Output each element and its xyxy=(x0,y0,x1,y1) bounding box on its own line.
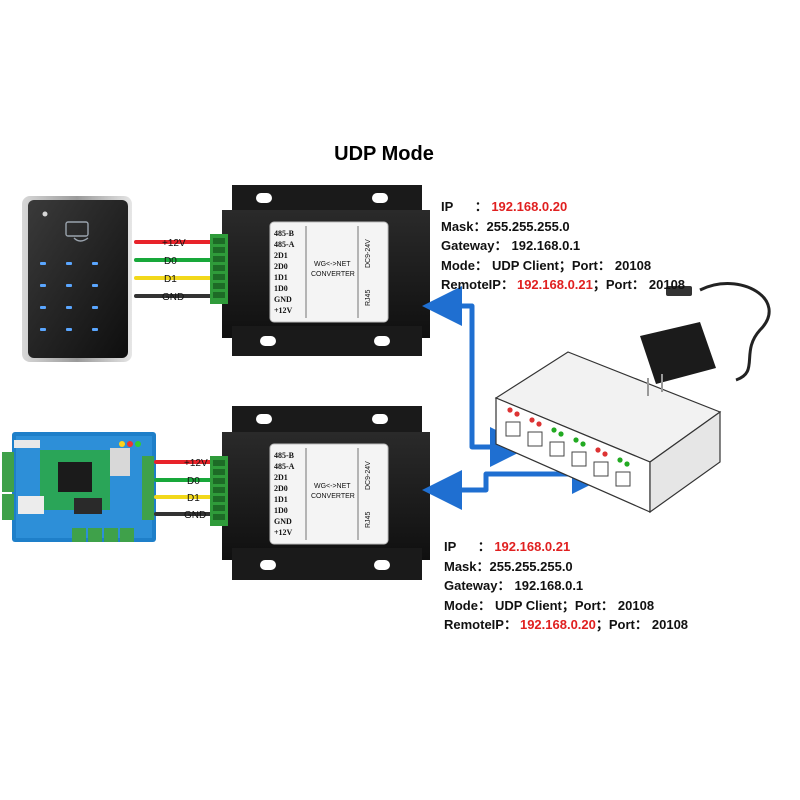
remote-port-key: ；Port： xyxy=(595,617,648,633)
access-control-board xyxy=(2,432,156,542)
mask-row-top: Mask：255.255.255.0 xyxy=(441,217,685,237)
remote-value: 192.168.0.20 xyxy=(519,617,596,633)
wires-bottom xyxy=(154,460,212,516)
wire-label-12v-bottom: +12V xyxy=(184,458,208,469)
remote-value: 192.168.0.21 xyxy=(516,277,593,293)
port-label-top: RJ45 xyxy=(365,290,372,306)
diagram-title: UDP Mode xyxy=(334,143,434,165)
remote-row-top: RemoteIP：192.168.0.21；Port：20108 xyxy=(441,275,685,295)
mode-row-top: Mode：UDP Client；Port：20108 xyxy=(441,256,685,276)
converter-label2-top: CONVERTER xyxy=(311,271,355,278)
gateway-key: Gateway： xyxy=(441,238,508,254)
port-key: Port： xyxy=(571,257,611,273)
converter-label1-bottom: WG<->NET xyxy=(314,483,351,490)
ip-value: 192.168.0.20 xyxy=(491,199,568,214)
remote-port-value: 20108 xyxy=(651,617,689,633)
port-value: 20108 xyxy=(617,597,655,613)
mask-value: 255.255.255.0 xyxy=(489,558,573,574)
converter-bottom xyxy=(210,406,430,580)
mode-row-bottom: Mode：UDP Client；Port：20108 xyxy=(444,596,688,616)
ip-key: IP xyxy=(444,539,457,554)
card-reader-icon xyxy=(65,221,89,242)
terminal-block-top xyxy=(210,234,228,304)
board-terminals xyxy=(2,452,154,542)
info-panel-top: IP ： 192.168.0.20 Mask：255.255.255.0 Gat… xyxy=(441,197,685,295)
wire-label-d1-top: D1 xyxy=(164,274,177,285)
mode-value: UDP Client； xyxy=(491,257,572,273)
mask-row-bottom: Mask：255.255.255.0 xyxy=(444,557,688,577)
remote-port-key: ；Port： xyxy=(592,277,645,293)
switch-ports xyxy=(505,421,631,487)
pin-2d1-top: 2D1 xyxy=(274,251,288,260)
pin-gnd-bottom: GND xyxy=(274,517,292,526)
switch-leds xyxy=(507,407,630,467)
wires-top xyxy=(134,240,212,298)
pin-12v-bottom: +12V xyxy=(274,528,293,537)
port-label-bottom: RJ45 xyxy=(365,512,372,528)
wire-label-gnd-top: GND xyxy=(162,292,184,303)
pin-1d0-top: 1D0 xyxy=(274,284,288,293)
port-key: Port： xyxy=(574,597,614,613)
info-panel-bottom: IP ： 192.168.0.21 Mask：255.255.255.0 Gat… xyxy=(444,537,688,635)
keypad-buttons xyxy=(40,262,98,331)
converter-top xyxy=(210,185,430,356)
gateway-key: Gateway： xyxy=(444,578,511,594)
remote-port-value: 20108 xyxy=(648,277,686,293)
pin-2d0-top: 2D0 xyxy=(274,262,288,271)
ip-value: 192.168.0.21 xyxy=(494,539,571,554)
power-label-bottom: DC9-24V xyxy=(365,461,372,490)
pin-1d1-bottom: 1D1 xyxy=(274,495,288,504)
power-adapter xyxy=(640,282,771,396)
pin-labels-bottom: 485-B 485-A 2D1 2D0 1D1 1D0 GND +12V xyxy=(274,451,295,537)
remote-row-bottom: RemoteIP：192.168.0.20；Port：20108 xyxy=(444,615,688,635)
remote-key: RemoteIP： xyxy=(441,277,514,293)
mode-key: Mode： xyxy=(444,597,491,613)
mode-value: UDP Client； xyxy=(494,597,575,613)
mask-value: 255.255.255.0 xyxy=(486,218,570,234)
remote-key: RemoteIP： xyxy=(444,617,517,633)
ip-sep: ： xyxy=(474,199,488,214)
wire-label-gnd-bottom: GND xyxy=(184,510,206,521)
port-value: 20108 xyxy=(614,257,652,273)
power-label-top: DC9-24V xyxy=(365,239,372,268)
pin-2d1-bottom: 2D1 xyxy=(274,473,288,482)
terminal-block-bottom xyxy=(210,456,228,526)
pin-485a-top: 485-A xyxy=(274,240,295,249)
wire-label-12v-top: +12V xyxy=(162,238,186,249)
ip-key: IP xyxy=(441,199,454,214)
mask-key: Mask： xyxy=(441,218,487,234)
pin-gnd-top: GND xyxy=(274,295,292,304)
ip-row-top: IP ： 192.168.0.20 xyxy=(441,197,685,217)
mask-key: Mask： xyxy=(444,558,490,574)
gateway-row-top: Gateway：192.168.0.1 xyxy=(441,236,685,256)
gateway-value: 192.168.0.1 xyxy=(511,238,581,254)
pin-485b-bottom: 485-B xyxy=(274,451,295,460)
converter-label2-bottom: CONVERTER xyxy=(311,493,355,500)
rfid-keypad xyxy=(22,196,132,362)
wire-label-d0-top: D0 xyxy=(164,256,177,267)
pin-2d0-bottom: 2D0 xyxy=(274,484,288,493)
mode-key: Mode： xyxy=(441,257,488,273)
network-switch xyxy=(494,351,722,514)
pin-labels-top: 485-B 485-A 2D1 2D0 1D1 1D0 GND +12V xyxy=(274,229,295,315)
ip-row-bottom: IP ： 192.168.0.21 xyxy=(444,537,688,557)
pin-1d1-top: 1D1 xyxy=(274,273,288,282)
wire-label-d0-bottom: D0 xyxy=(187,476,200,487)
pin-485b-top: 485-B xyxy=(274,229,295,238)
ip-sep: ： xyxy=(477,539,491,554)
gateway-value: 192.168.0.1 xyxy=(514,578,584,594)
converter-label1-top: WG<->NET xyxy=(314,261,351,268)
pin-485a-bottom: 485-A xyxy=(274,462,295,471)
pin-1d0-bottom: 1D0 xyxy=(274,506,288,515)
gateway-row-bottom: Gateway：192.168.0.1 xyxy=(444,576,688,596)
pin-12v-top: +12V xyxy=(274,306,293,315)
wire-label-d1-bottom: D1 xyxy=(187,493,200,504)
